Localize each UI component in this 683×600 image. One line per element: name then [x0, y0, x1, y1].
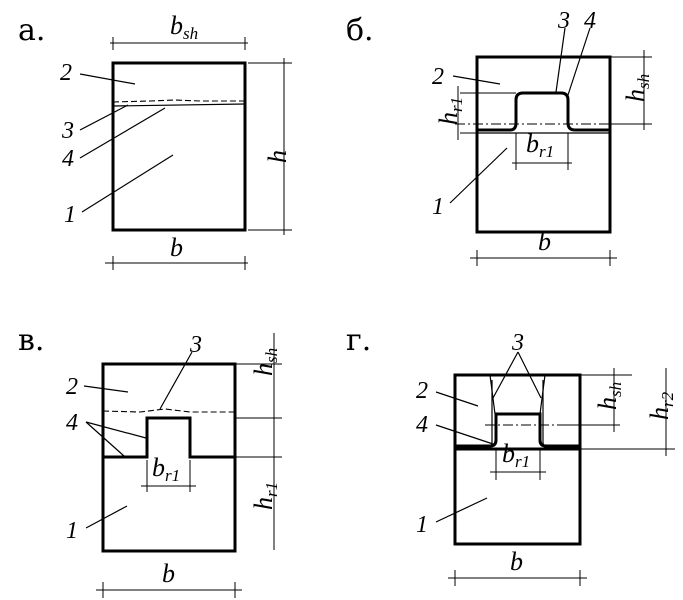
dim-label-hsh-d: hsh — [593, 382, 625, 410]
label-4-a: 4 — [62, 146, 74, 172]
label-1-a: 1 — [64, 202, 76, 228]
dim-label-br1-d: br1 — [502, 439, 530, 471]
dim-label-b-a: b — [170, 233, 183, 262]
leader-1-d — [435, 497, 488, 523]
joint-layer-a — [112, 99, 245, 103]
leader-4-a — [79, 107, 166, 159]
leader-4b-c — [85, 421, 125, 457]
leader-3a-d — [492, 351, 519, 399]
label-2-c: 2 — [66, 374, 78, 400]
panel-label-c: в. — [18, 323, 44, 358]
leader-4a-c — [85, 421, 147, 439]
label-2-a: 2 — [60, 60, 72, 86]
leader-1-a — [81, 154, 174, 213]
wall-left-d — [458, 380, 493, 450]
dim-label-hsh-c: hsh — [249, 348, 281, 376]
label-3-d: 3 — [511, 330, 524, 356]
leader-4-b — [566, 27, 591, 99]
dim-label-b-d: b — [510, 547, 523, 576]
label-2-d: 2 — [416, 378, 428, 404]
leader-2-b — [452, 75, 501, 85]
dim-label-b-b: b — [538, 227, 551, 256]
leader-4-d — [435, 424, 494, 445]
wall-right-d — [542, 380, 577, 450]
rib-outline-b — [477, 91, 610, 132]
joint-layer-c — [102, 408, 235, 413]
label-4-c: 4 — [66, 410, 78, 436]
label-3-a: 3 — [61, 118, 74, 144]
leader-3-a — [79, 104, 129, 131]
label-2-b: 2 — [432, 64, 444, 90]
leader-3b-d — [517, 351, 542, 399]
dim-label-hr1-b: hr1 — [434, 97, 466, 125]
rib-outline-c — [103, 416, 235, 459]
dim-label-hr2-d: hr2 — [645, 391, 677, 420]
label-1-b: 1 — [432, 194, 444, 220]
panel-label-b: б. — [346, 13, 374, 48]
label-3-b: 3 — [557, 8, 570, 34]
panel-label-a: а. — [18, 13, 45, 48]
dim-label-bsh-a: bsh — [170, 11, 198, 43]
label-4-d: 4 — [416, 412, 428, 438]
section-outline-a — [111, 61, 247, 232]
leader-1-b — [449, 147, 508, 204]
label-1-c: 1 — [66, 518, 78, 544]
dim-label-h-a: h — [263, 150, 292, 163]
panel-a: а. bsh b h 2 3 4 1 — [18, 11, 292, 270]
lower-outline-d — [453, 447, 582, 546]
dim-label-hsh-b: hsh — [621, 74, 653, 102]
leader-2-a — [79, 73, 136, 85]
leader-3-c — [159, 351, 193, 410]
dim-label-br1-b: br1 — [526, 129, 554, 161]
panel-c: в. br1 hsh hr1 b 2 3 4 1 — [18, 323, 282, 598]
panel-label-d: г. — [346, 323, 371, 358]
section-outline-b — [475, 55, 612, 234]
dim-label-hr1-c: hr1 — [249, 482, 281, 510]
dim-label-b-c: b — [162, 559, 175, 588]
panel-b: б. br1 hr1 hsh b 2 3 4 1 — [346, 8, 653, 266]
dim-label-br1-c: br1 — [152, 453, 180, 485]
label-4-b: 4 — [584, 8, 596, 34]
interface-line-a — [112, 103, 246, 107]
leader-1-c — [85, 505, 128, 529]
label-1-d: 1 — [416, 512, 428, 538]
leader-2-d — [435, 391, 479, 407]
label-3-c: 3 — [189, 332, 202, 358]
panel-d: г. br1 hsh hr2 b 2 3 — [346, 323, 677, 586]
rib-outline-d — [455, 412, 580, 448]
leader-3-b — [555, 27, 566, 93]
leader-2-c — [83, 385, 129, 393]
